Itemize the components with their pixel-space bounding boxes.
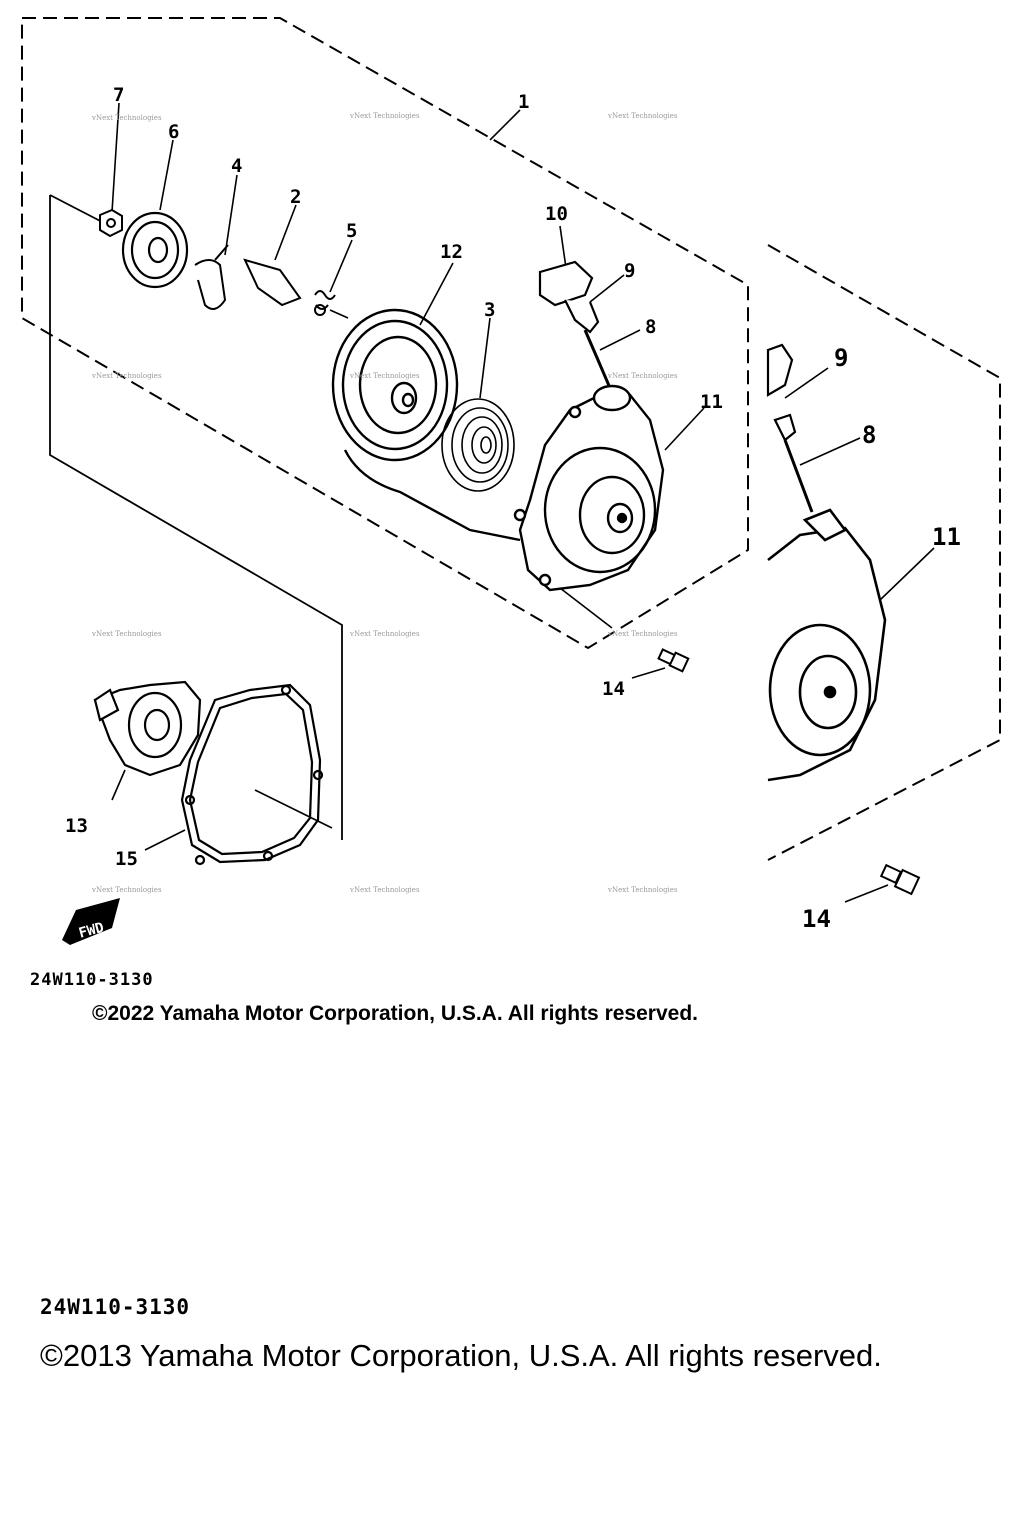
copyright-notice-top: ©2022 Yamaha Motor Corporation, U.S.A. A…: [92, 1002, 698, 1025]
detail-starter-case: [767, 508, 887, 782]
watermark: vNext Technologies: [91, 630, 162, 638]
detail-rope: [783, 439, 814, 513]
callout-1: 1: [518, 91, 529, 113]
part-5-spring: [314, 290, 336, 316]
callout-14-detail: 14: [802, 905, 831, 933]
part-10-9-handle: [538, 260, 600, 334]
callout-4: 4: [231, 155, 242, 177]
watermark: vNext Technologies: [607, 372, 678, 380]
callout-12: 12: [440, 241, 463, 263]
watermark: vNext Technologies: [607, 886, 678, 894]
watermark: vNext Technologies: [607, 630, 678, 638]
callout-11: 11: [700, 391, 723, 413]
part-11-starter-case: [513, 384, 665, 592]
copyright-notice-bottom: ©2013 Yamaha Motor Corporation, U.S.A. A…: [40, 1338, 882, 1373]
leader-lines: [111, 102, 935, 903]
watermark: vNext Technologies: [349, 112, 420, 120]
part-6-drive-plate: [121, 211, 189, 289]
callout-9: 9: [624, 260, 635, 282]
part-4-spring-clip: [194, 244, 229, 310]
gasket-outline: [49, 194, 343, 840]
detail-handle: [766, 343, 797, 442]
detail-bolt: [879, 863, 921, 896]
watermark: vNext Technologies: [607, 112, 678, 120]
part-12-sheave-drum: [331, 308, 521, 542]
part-2-pawl: [243, 258, 302, 307]
callout-9-detail: 9: [834, 344, 848, 372]
drawing-code-bottom: 24W110-3130: [40, 1295, 191, 1319]
watermarks: vNext Technologies vNext Technologies vN…: [91, 112, 678, 894]
callout-3: 3: [484, 299, 495, 321]
watermark: vNext Technologies: [91, 886, 162, 894]
watermark: vNext Technologies: [349, 372, 420, 380]
callout-10: 10: [545, 203, 568, 225]
callout-5: 5: [346, 220, 357, 242]
watermark: vNext Technologies: [349, 886, 420, 894]
part-13-starter-pulley: [93, 680, 202, 777]
part-15-gasket: [180, 683, 324, 866]
part-7-nut: [99, 208, 123, 238]
callout-2: 2: [290, 186, 301, 208]
assembly-boundary: [21, 17, 749, 650]
fwd-label: FWD: [77, 920, 106, 942]
callout-8-detail: 8: [862, 421, 876, 449]
callout-15: 15: [115, 848, 138, 870]
part-8-rope: [583, 329, 612, 389]
fwd-arrow-badge: FWD: [62, 898, 120, 945]
callout-14: 14: [602, 678, 625, 700]
drawing-code-top: 24W110-3130: [30, 970, 154, 990]
detail-view-boundary: [767, 244, 1001, 861]
callout-7: 7: [113, 84, 124, 106]
callout-11-detail: 11: [932, 523, 961, 551]
callout-6: 6: [168, 121, 179, 143]
watermark: vNext Technologies: [91, 372, 162, 380]
exploded-parts-diagram: FWD 1 7 6 4 2 5 12 10 9 3 8 11 14 13 15 …: [21, 17, 1001, 945]
callout-13: 13: [65, 815, 88, 837]
part-14-bolt: [657, 648, 690, 673]
watermark: vNext Technologies: [349, 630, 420, 638]
watermark: vNext Technologies: [91, 114, 162, 122]
callout-labels: 1 7 6 4 2 5 12 10 9 3 8 11 14 13 15 9 8 …: [65, 84, 961, 933]
part-3-recoil-spring: [441, 398, 515, 492]
callout-8: 8: [645, 316, 656, 338]
